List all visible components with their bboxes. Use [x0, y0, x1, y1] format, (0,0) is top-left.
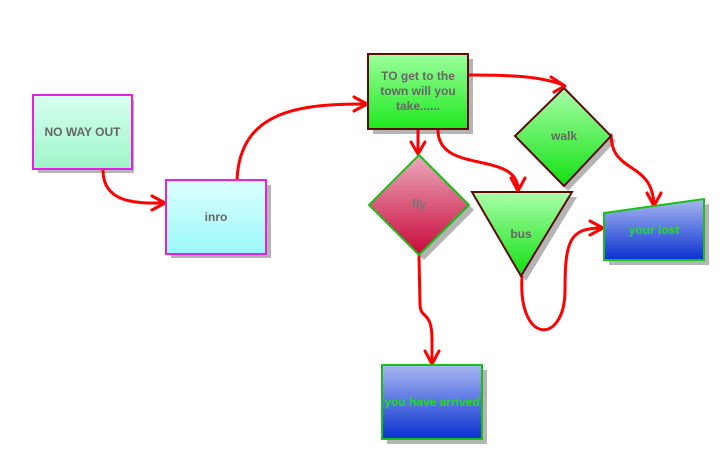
fly-diamond — [367, 153, 471, 257]
your-lost-label: your lost — [629, 223, 680, 237]
edge-no-way-out-to-inro — [101, 168, 166, 205]
node-arrived[interactable]: you have arrived — [381, 364, 483, 440]
edge-bus-to-your-lost — [520, 226, 604, 332]
edge-question-to-bus — [436, 128, 520, 192]
no-way-out-box — [32, 94, 133, 170]
inro-label: inro — [205, 210, 228, 224]
edge-walk-to-your-lost — [609, 133, 656, 207]
edge-inro-to-question — [235, 102, 368, 182]
arrived-label: you have arrived — [384, 395, 479, 409]
edge-question-to-walk-arrowhead — [549, 75, 567, 94]
bus-label: bus — [510, 227, 532, 241]
node-your-lost[interactable]: your lost — [603, 197, 705, 261]
edge-question-to-walk — [467, 73, 565, 87]
fly-label: fly — [412, 197, 426, 211]
walk-diamond — [513, 86, 613, 188]
your-lost-shape — [603, 197, 705, 261]
edge-question-to-fly-arrowhead — [409, 140, 427, 156]
question-box — [367, 53, 469, 130]
node-no-way-out[interactable]: NO WAY OUT — [32, 94, 133, 170]
question-label-line-3: take...... — [396, 99, 440, 113]
node-bus[interactable]: bus — [470, 191, 574, 278]
bus-triangle — [470, 191, 574, 278]
walk-label: walk — [550, 129, 577, 143]
node-inro[interactable]: inro — [165, 179, 267, 255]
node-fly[interactable]: fly — [367, 153, 471, 257]
inro-box — [165, 179, 267, 255]
question-label-line-2: town will you — [380, 84, 455, 98]
arrived-box — [381, 364, 483, 440]
node-walk[interactable]: walk — [513, 86, 613, 188]
no-way-out-label: NO WAY OUT — [44, 125, 121, 139]
edge-fly-to-arrived — [417, 254, 434, 365]
question-label-line-1: TO get to the — [381, 69, 455, 83]
node-question[interactable]: TO get to the town will you take...... — [367, 53, 469, 130]
